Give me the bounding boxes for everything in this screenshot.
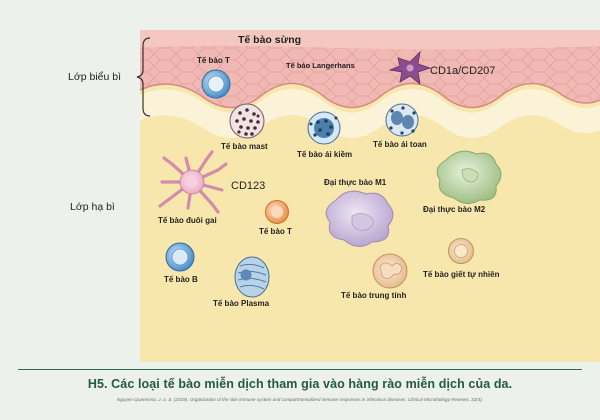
nk-cell-label: Tế bào giết tự nhiên bbox=[423, 270, 500, 279]
mast-label: Tế bào mast bbox=[221, 142, 268, 151]
t-cell-dermis-icon bbox=[265, 200, 289, 224]
epidermis-texture bbox=[140, 30, 600, 108]
dendritic-marker-label: CD123 bbox=[231, 180, 265, 192]
eosinophil-label: Tế bào ái toan bbox=[373, 140, 427, 149]
langerhans-label: Tế bào Langerhans bbox=[286, 61, 355, 70]
basophil-label: Tế bào ái kiềm bbox=[297, 150, 352, 159]
plasma-label: Tế bào Plasma bbox=[213, 299, 270, 308]
stratum-corneum-label: Tế bào sừng bbox=[238, 34, 301, 46]
t-cell-dermis-label: Tế bào T bbox=[259, 227, 292, 236]
epidermis-label: Lớp biểu bì bbox=[68, 71, 121, 83]
mast-cell-icon bbox=[229, 103, 265, 139]
stratum-corneum-band bbox=[140, 30, 600, 50]
macrophage-m2-label: Đại thực bào M2 bbox=[423, 205, 486, 214]
caption-divider bbox=[18, 369, 582, 370]
macrophage-m1-label: Đại thực bào M1 bbox=[324, 178, 387, 187]
macrophage-m1-icon bbox=[325, 190, 394, 247]
b-cell-label: Tế bào B bbox=[164, 275, 198, 284]
t-cell-epidermis-label: Tế bào T bbox=[197, 56, 230, 65]
langerhans-cell-icon bbox=[388, 50, 432, 85]
figure-caption: H5. Các loại tế bào miễn dịch tham gia v… bbox=[87, 377, 513, 391]
eosinophil-icon bbox=[385, 103, 419, 137]
langerhans-marker-label: CD1a/CD207 bbox=[430, 65, 495, 77]
neutrophil-label: Tế bào trung tính bbox=[341, 291, 406, 300]
b-cell-icon bbox=[165, 242, 195, 272]
nk-cell-icon bbox=[448, 238, 474, 264]
basal-line bbox=[139, 82, 600, 109]
dermis-label: Lớp hạ bì bbox=[70, 201, 115, 213]
t-cell-epidermis-icon bbox=[201, 69, 231, 99]
plasma-cell-icon bbox=[234, 256, 270, 298]
dendritic-label: Tế bào đuôi gai bbox=[158, 216, 217, 225]
basophil-icon bbox=[307, 111, 341, 145]
neutrophil-icon bbox=[372, 253, 408, 289]
macrophage-m2-icon bbox=[436, 150, 502, 204]
epidermis-bracket bbox=[136, 37, 151, 117]
figure-citation: Nguyen-Quaresma, J. a. S. (2019). Organi… bbox=[116, 397, 484, 402]
